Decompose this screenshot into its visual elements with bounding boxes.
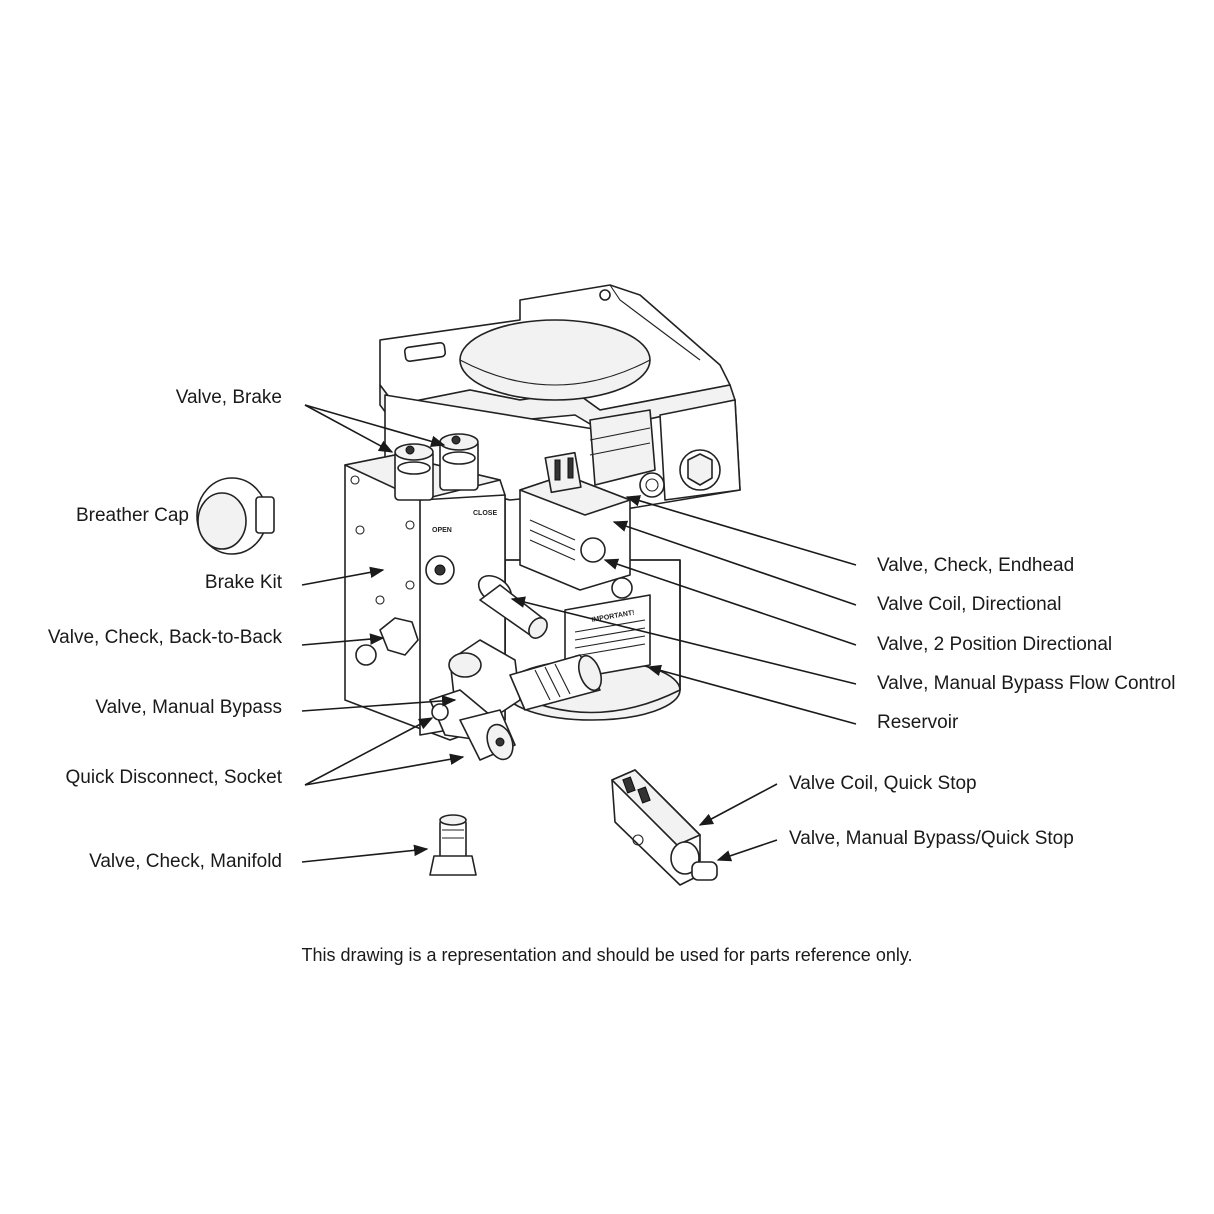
check-valve-manifold-part: [429, 814, 477, 876]
label-quick-disconnect-socket: Quick Disconnect, Socket: [65, 767, 282, 788]
label-brake-kit: Brake Kit: [204, 572, 282, 593]
leader-lines: [301, 404, 857, 863]
label-valve-brake: Valve, Brake: [175, 387, 282, 408]
directional-valve-coil: [519, 451, 633, 599]
label-valve-manual-bypass-flow-control: Valve, Manual Bypass Flow Control: [877, 673, 1176, 694]
label-valve-2-position-directional: Valve, 2 Position Directional: [877, 634, 1113, 655]
brake-valves: [394, 433, 479, 501]
label-valve-check-endhead: Valve, Check, Endhead: [877, 555, 1075, 576]
label-valve-coil-quick-stop: Valve Coil, Quick Stop: [789, 773, 977, 794]
manual-bypass-and-quick-disconnect: [429, 639, 603, 761]
label-valve-manual-bypass: Valve, Manual Bypass: [95, 697, 282, 718]
label-valve-check-manifold: Valve, Check, Manifold: [89, 851, 282, 872]
bypass-flow-control: [477, 574, 548, 639]
label-valve-coil-directional: Valve Coil, Directional: [877, 594, 1062, 615]
open-marking: OPEN: [432, 527, 452, 534]
breather-cap: [196, 477, 275, 555]
quick-stop-valve-assembly: [611, 769, 718, 886]
label-reservoir: Reservoir: [877, 712, 959, 733]
label-valve-check-back-to-back: Valve, Check, Back-to-Back: [47, 627, 282, 648]
label-breather-cap: Breather Cap: [75, 505, 189, 526]
footer-disclaimer: This drawing is a representation and sho…: [301, 945, 913, 965]
close-marking: CLOSE: [473, 510, 497, 517]
label-valve-manual-bypass-quick-stop: Valve, Manual Bypass/Quick Stop: [789, 828, 1074, 849]
